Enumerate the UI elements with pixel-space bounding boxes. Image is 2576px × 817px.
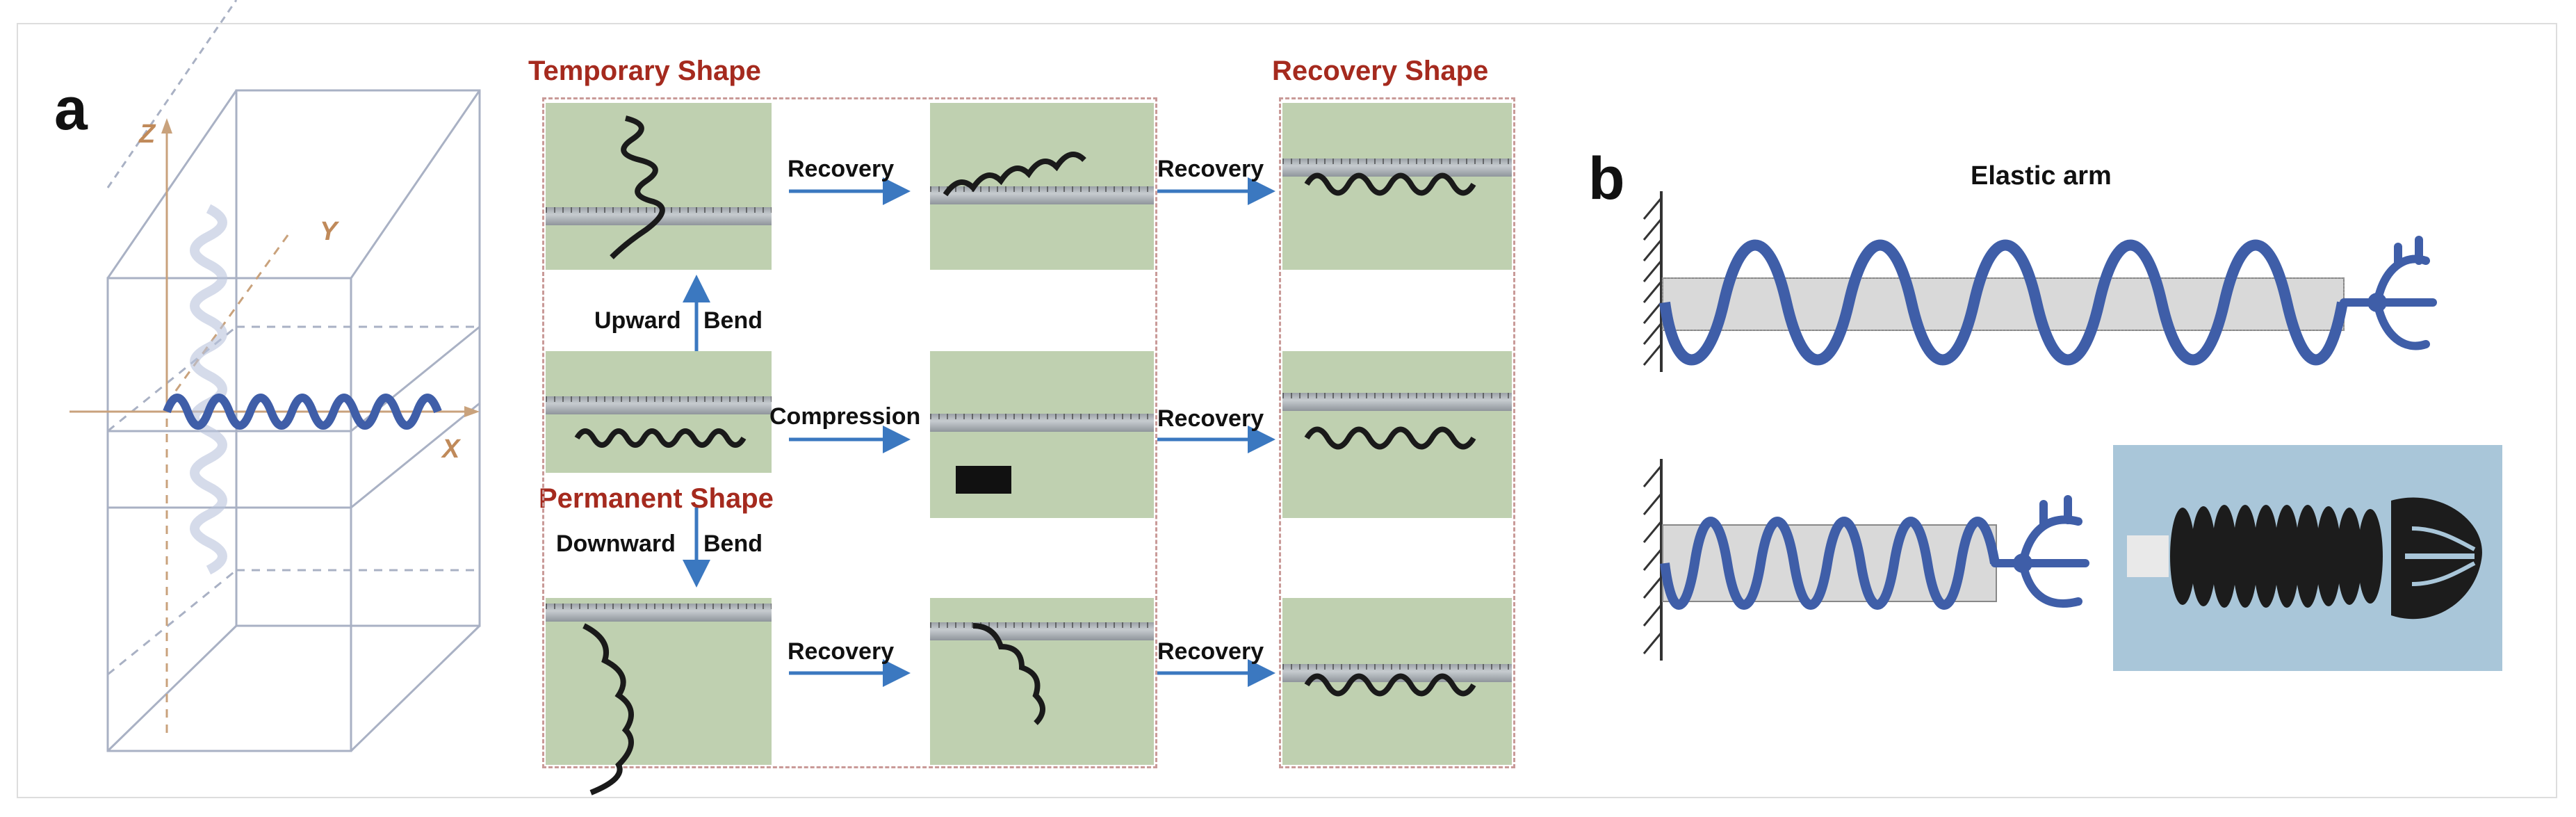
photo-permanent-row2 bbox=[546, 351, 772, 473]
label-row2-mid: Compression bbox=[769, 403, 921, 430]
photo-recovery-row3 bbox=[1282, 598, 1512, 765]
elastic-arm-photo bbox=[2113, 445, 2502, 671]
elastic-arm-diagram-bottom bbox=[1642, 459, 2089, 661]
photo-springs-overlay bbox=[574, 115, 1476, 795]
figure-frame bbox=[17, 23, 2557, 798]
panel-b-label: b bbox=[1588, 145, 1625, 212]
temporary-shape-title: Temporary Shape bbox=[528, 56, 761, 86]
photo-mid-row1 bbox=[930, 103, 1154, 270]
recovery-shape-title: Recovery Shape bbox=[1272, 56, 1489, 86]
elastic-arm-title: Elastic arm bbox=[1971, 161, 2112, 191]
photo-mid-row3 bbox=[930, 598, 1154, 765]
label-downward: Downward bbox=[556, 531, 676, 557]
label-row1-mid: Recovery bbox=[788, 156, 895, 182]
label-bend-down: Bend bbox=[703, 531, 763, 557]
photo-temporary-row3 bbox=[546, 598, 772, 765]
axis-y-label: Y bbox=[320, 217, 338, 246]
elastic-arm-diagram-top bbox=[1642, 191, 2437, 372]
axis-z-label: Z bbox=[139, 120, 156, 149]
axis-x-label: X bbox=[442, 435, 460, 464]
label-row2-right: Recovery bbox=[1157, 405, 1264, 432]
dashed-box-right-column bbox=[1279, 97, 1515, 768]
label-row1-right: Recovery bbox=[1157, 156, 1264, 182]
flow-arrows bbox=[683, 177, 1275, 687]
box-3d-diagram bbox=[70, 0, 481, 752]
label-upward: Upward bbox=[594, 307, 681, 334]
permanent-shape-title: Permanent Shape bbox=[539, 483, 774, 514]
photo-recovery-row2 bbox=[1282, 351, 1512, 518]
label-row3-right: Recovery bbox=[1157, 638, 1264, 665]
photo-temporary-row1 bbox=[546, 103, 772, 270]
dashed-box-left-column bbox=[542, 97, 1157, 768]
label-bend-up: Bend bbox=[703, 307, 763, 334]
panel-a-label: a bbox=[54, 76, 88, 143]
label-row3-mid: Recovery bbox=[788, 638, 895, 665]
